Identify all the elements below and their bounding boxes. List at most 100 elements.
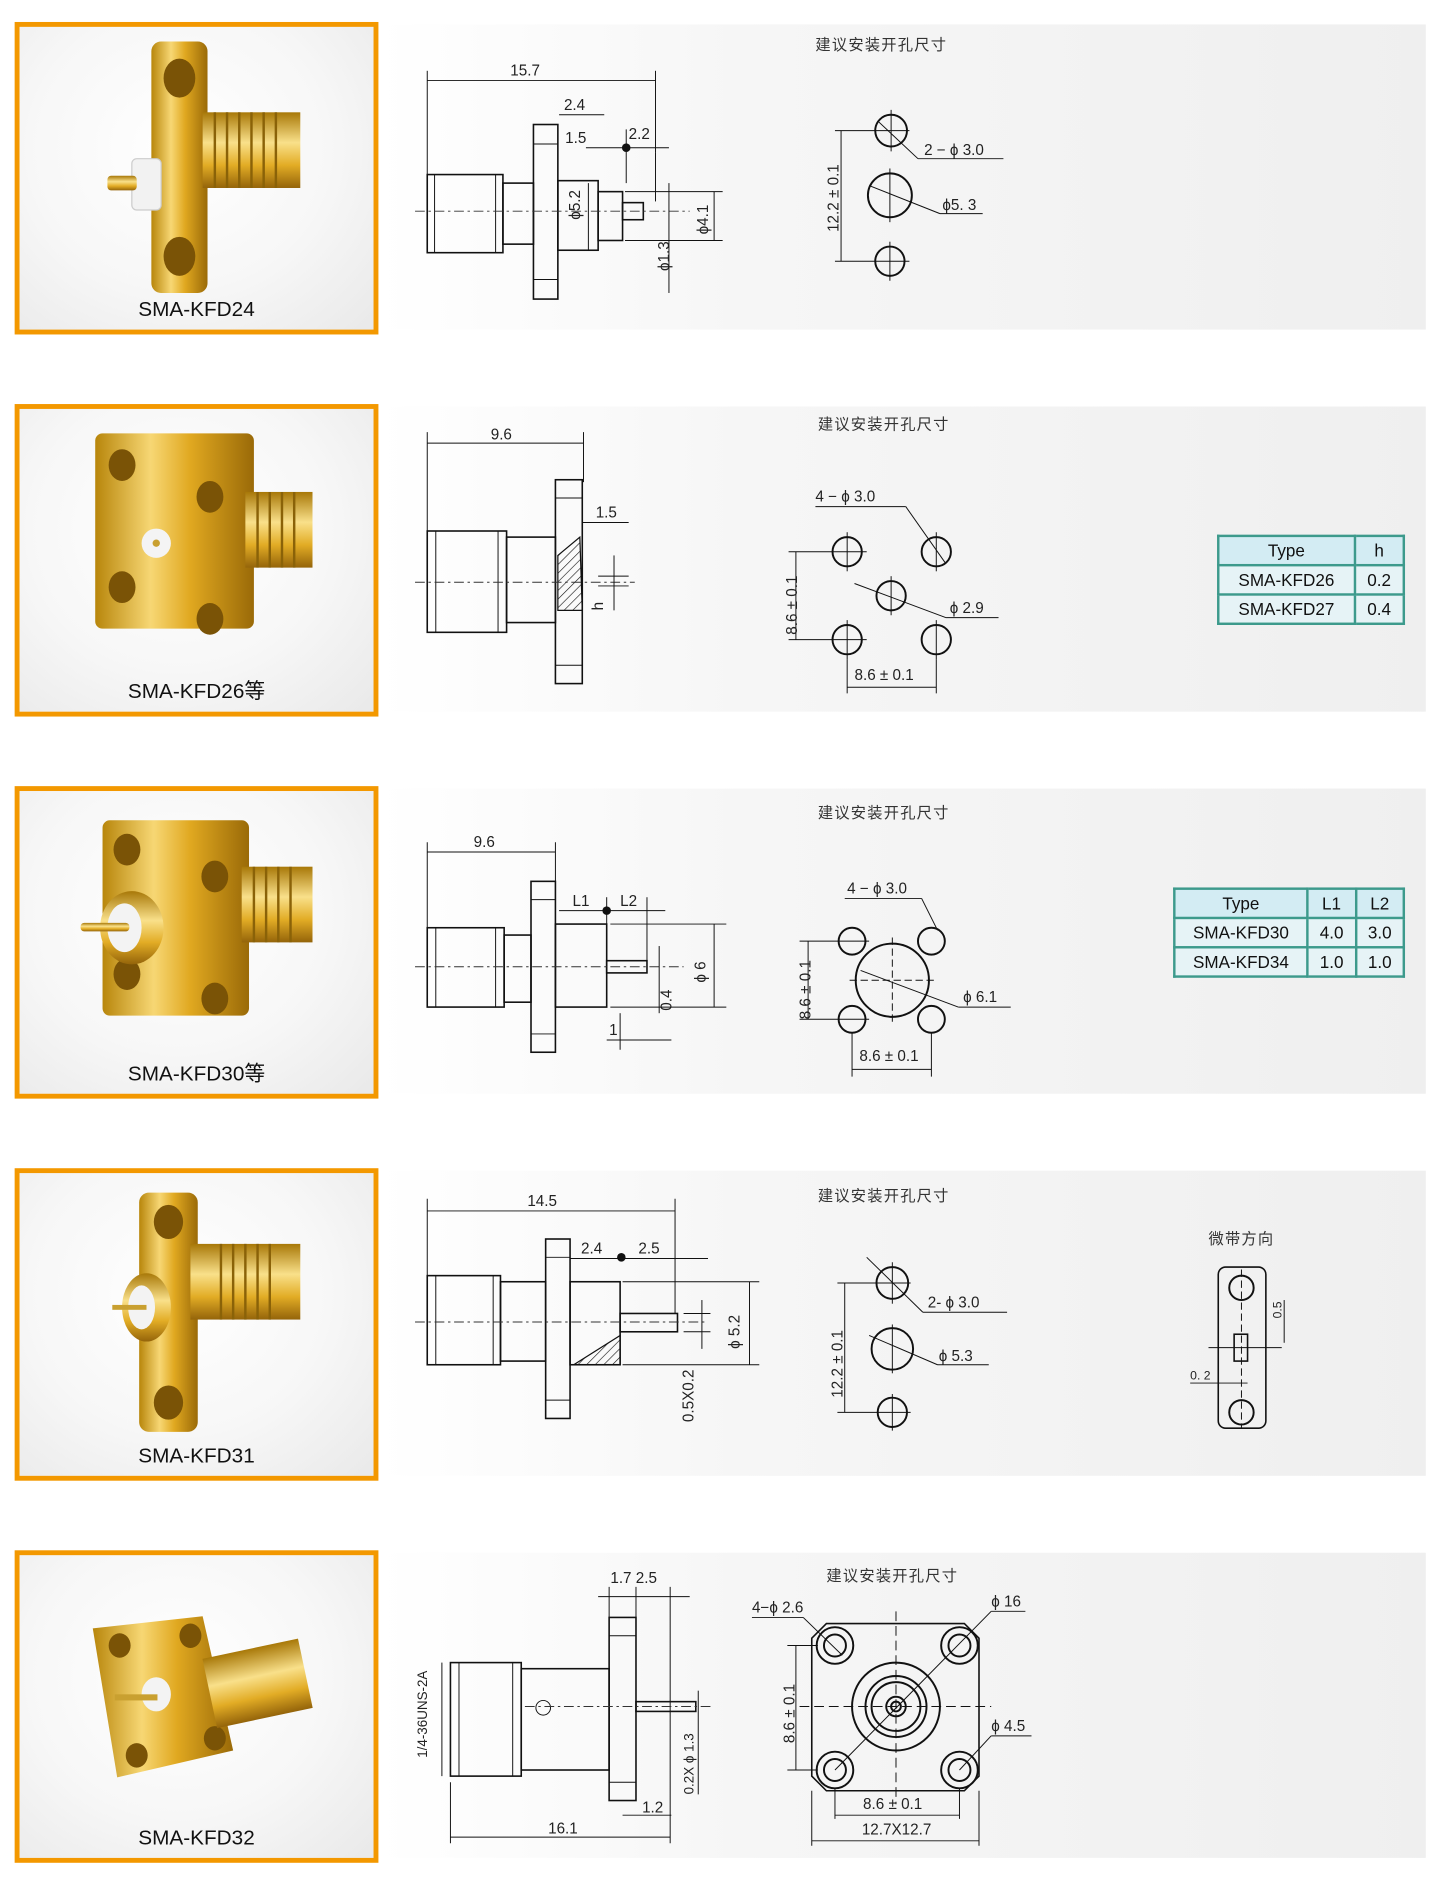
dim-holes: 4−ϕ 2.6 [752,1600,803,1617]
table-cell: 3.0 [1354,916,1406,949]
dim-holes: 4 − ϕ 3.0 [847,881,907,898]
dim-pitch-v: 8.6 ± 0.1 [782,1684,799,1743]
connector-photo-icon [80,820,313,1016]
table-cell: 1.0 [1306,946,1357,978]
dim-d1: 1.5 [596,505,617,522]
dim-thread: 1/4-36UNS-2A [415,1671,430,1758]
product-row-kfd31: SMA-KFD31 建议安装开孔尺寸 14.5 2.4 2.5 ϕ 5.2 0.… [0,1168,1449,1481]
dim-l1: L1 [573,893,590,910]
dimension-drawing: 建议安装开孔尺寸 9.6 L1 L2 0.4 ϕ 6 1 4 − ϕ 3.0 ϕ… [415,805,1011,1077]
dim-hole-pitch: 12.2 ± 0.1 [826,164,843,232]
dim-pitch-v: 8.6 ± 0.1 [798,960,815,1019]
table-cell: 1.0 [1354,946,1406,978]
dim-d1: 2.4 [564,97,586,114]
table-cell: SMA-KFD27 [1217,593,1356,625]
product-row-kfd26: SMA-KFD26等 建议安装开孔尺寸 9.6 1.5 h 4 − ϕ 3.0 … [0,404,1449,717]
dim-d1: 2.4 [581,1241,603,1258]
dim-dia: ϕ 5.2 [727,1315,744,1349]
dim-flange: 1.7 2.5 [610,1570,657,1587]
dim-hole-pitch: 12.2 ± 0.1 [829,1330,846,1398]
dim-d2: 2.5 [638,1241,659,1258]
dim-center-hole: ϕ5. 3 [942,197,976,214]
dim-pin: 0.4 [658,989,675,1011]
dim-d1: 1.2 [642,1800,663,1817]
microstrip-dim-1: 0.5 [1271,1301,1285,1318]
hole-title: 建议安装开孔尺寸 [815,37,947,54]
dim-d1: 1 [609,1022,617,1039]
product-row-kfd30: SMA-KFD30等 建议安装开孔尺寸 9.6 L1 L2 0.4 ϕ 6 1 … [0,786,1449,1099]
drawing-panel [378,1170,1426,1476]
dim-dia-body: ϕ5.2 [567,190,584,220]
dim-center-hole: ϕ 5.3 [939,1348,973,1365]
microstrip-dim-2: 0. 2 [1190,1368,1211,1382]
table-header: L1 [1306,887,1357,920]
dim-pin: 0.2X ϕ 1.3 [681,1733,696,1794]
product-photo: SMA-KFD31 [14,1168,379,1481]
dim-pitch-h: 8.6 ± 0.1 [854,667,913,684]
dim-holes: 4 − ϕ 3.0 [815,489,875,506]
product-name: SMA-KFD31 [138,1444,255,1468]
connector-photo-icon [112,1192,301,1432]
connector-photo-icon [92,1616,313,1778]
table-header: Type [1217,534,1356,567]
product-photo: SMA-KFD32 [14,1550,379,1863]
table-header: Type [1173,887,1309,920]
dimension-drawing: 建议安装开孔尺寸 14.5 2.4 2.5 ϕ 5.2 0.5X0.2 12.2… [415,1188,1285,1431]
table-header: L2 [1354,887,1406,920]
dim-d3: 2.2 [629,126,650,143]
dimension-drawing: 建议安装开孔尺寸 9.6 1.5 h 4 − ϕ 3.0 ϕ 2.9 8.6 ±… [415,417,999,694]
hole-title: 建议安装开孔尺寸 [826,1568,958,1585]
dim-holes: 2- ϕ 3.0 [928,1294,980,1311]
dim-pitch-h: 8.6 ± 0.1 [863,1796,922,1813]
dim-hole-dia: ϕ 4.5 [991,1718,1025,1735]
dim-d2: 1.5 [565,130,586,147]
dimension-drawing: 建议安装开孔尺寸 1.7 2.5 1/4-36UNS-2A 0.2X ϕ 1.3… [415,1568,1032,1846]
dim-dia-pin: ϕ1.3 [656,241,673,271]
dim-length: 9.6 [491,426,512,443]
dim-center-hole: ϕ 6.1 [963,989,997,1006]
dim-size: 12.7X12.7 [862,1822,932,1839]
table-cell: 0.4 [1353,593,1406,625]
product-photo: SMA-KFD24 [14,21,379,335]
product-row-kfd24: SMA-KFD24 建议安装开孔尺寸 15.7 2.4 1.5 2.2 ϕ5.2… [0,21,1449,335]
table-header: h [1353,534,1406,567]
product-name: SMA-KFD32 [138,1826,255,1850]
hole-title: 建议安装开孔尺寸 [818,805,950,822]
dim-pitch-h: 8.6 ± 0.1 [859,1048,918,1065]
dim-h: h [590,602,607,610]
connector-photo-icon [95,433,313,635]
connector-photo-icon [107,41,301,293]
product-row-kfd32: SMA-KFD32 建议安装开孔尺寸 1.7 2.5 1/4-36UNS-2A … [0,1550,1449,1863]
product-name: SMA-KFD24 [138,297,255,322]
product-photo: SMA-KFD26等 [14,404,379,717]
table-cell: 4.0 [1306,916,1357,949]
dim-holes: 2 − ϕ 3.0 [924,142,984,159]
product-photo: SMA-KFD30等 [14,786,379,1099]
dim-length: 9.6 [474,834,495,851]
dim-pitch-v: 8.6 ± 0.1 [784,576,801,635]
table-cell: SMA-KFD30 [1173,916,1309,949]
table-cell: SMA-KFD34 [1173,946,1309,978]
hole-title: 建议安装开孔尺寸 [818,417,950,434]
drawing-panel [378,1552,1426,1858]
dim-length: 16.1 [548,1820,578,1837]
dim-l2: L2 [620,893,637,910]
dim-dia: ϕ 6 [693,961,710,982]
dim-outer: ϕ 16 [991,1593,1021,1610]
microstrip-title: 微带方向 [1208,1231,1274,1248]
dim-length: 14.5 [527,1193,557,1210]
dim-pin: 0.5X0.2 [680,1370,697,1423]
table-cell: 0.2 [1353,563,1406,596]
hole-title: 建议安装开孔尺寸 [818,1188,950,1205]
dim-length: 15.7 [510,63,540,80]
dim-dia-outer: ϕ4.1 [695,205,712,235]
table-cell: SMA-KFD26 [1217,563,1356,596]
product-name: SMA-KFD30等 [127,1062,266,1086]
